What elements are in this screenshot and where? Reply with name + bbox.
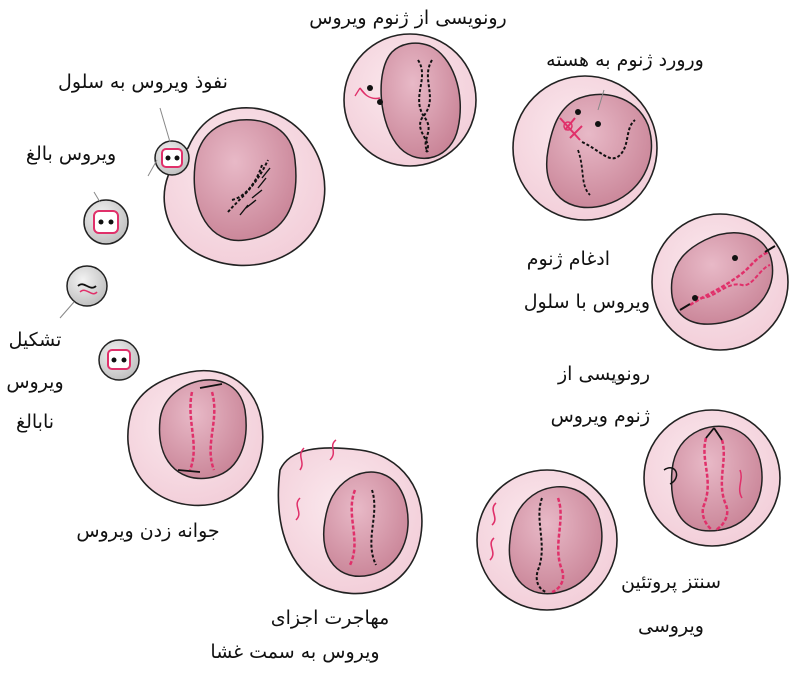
cell-transcription-top xyxy=(344,34,476,166)
cell-budding xyxy=(128,371,263,506)
cell-transcription-2 xyxy=(644,410,780,546)
virus-budding xyxy=(99,340,139,380)
label-integration-1: ادغام ژنوم xyxy=(480,245,610,274)
label-transcription-top: رونویسی از ژنوم ویروس xyxy=(268,4,548,33)
label-formation-1: تشکیل xyxy=(0,326,70,355)
cell-integration xyxy=(652,214,788,350)
label-transcription2-2: ژنوم ویروس xyxy=(510,402,650,431)
label-protein-synthesis-1: سنتز پروتئین xyxy=(596,568,746,597)
label-budding: جوانه زدن ویروس xyxy=(38,517,258,546)
cell-virus-entry xyxy=(164,108,325,266)
label-migration-2: ویروس به سمت غشا xyxy=(160,638,430,667)
cell-migration xyxy=(278,440,422,594)
virus-entering-cell xyxy=(155,141,189,175)
label-transcription2-1: رونویسی از xyxy=(520,360,650,389)
label-formation-3: نابالغ xyxy=(0,408,70,437)
label-cell-entry: نفوذ ویروس به سلول xyxy=(28,68,258,97)
cell-genome-entry xyxy=(513,76,657,220)
label-genome-entry: ورورد ژنوم به هسته xyxy=(520,46,730,75)
free-virion-mature xyxy=(84,200,128,244)
label-integration-2: ویروس با سلول xyxy=(460,288,650,317)
free-virion-immature xyxy=(67,266,107,306)
label-protein-synthesis-2: ویروسی xyxy=(596,612,746,641)
label-mature-virus: ویروس بالغ xyxy=(6,140,136,169)
label-formation-2: ویروس xyxy=(0,368,70,397)
label-migration-1: مهاجرت اجزای xyxy=(230,604,430,633)
